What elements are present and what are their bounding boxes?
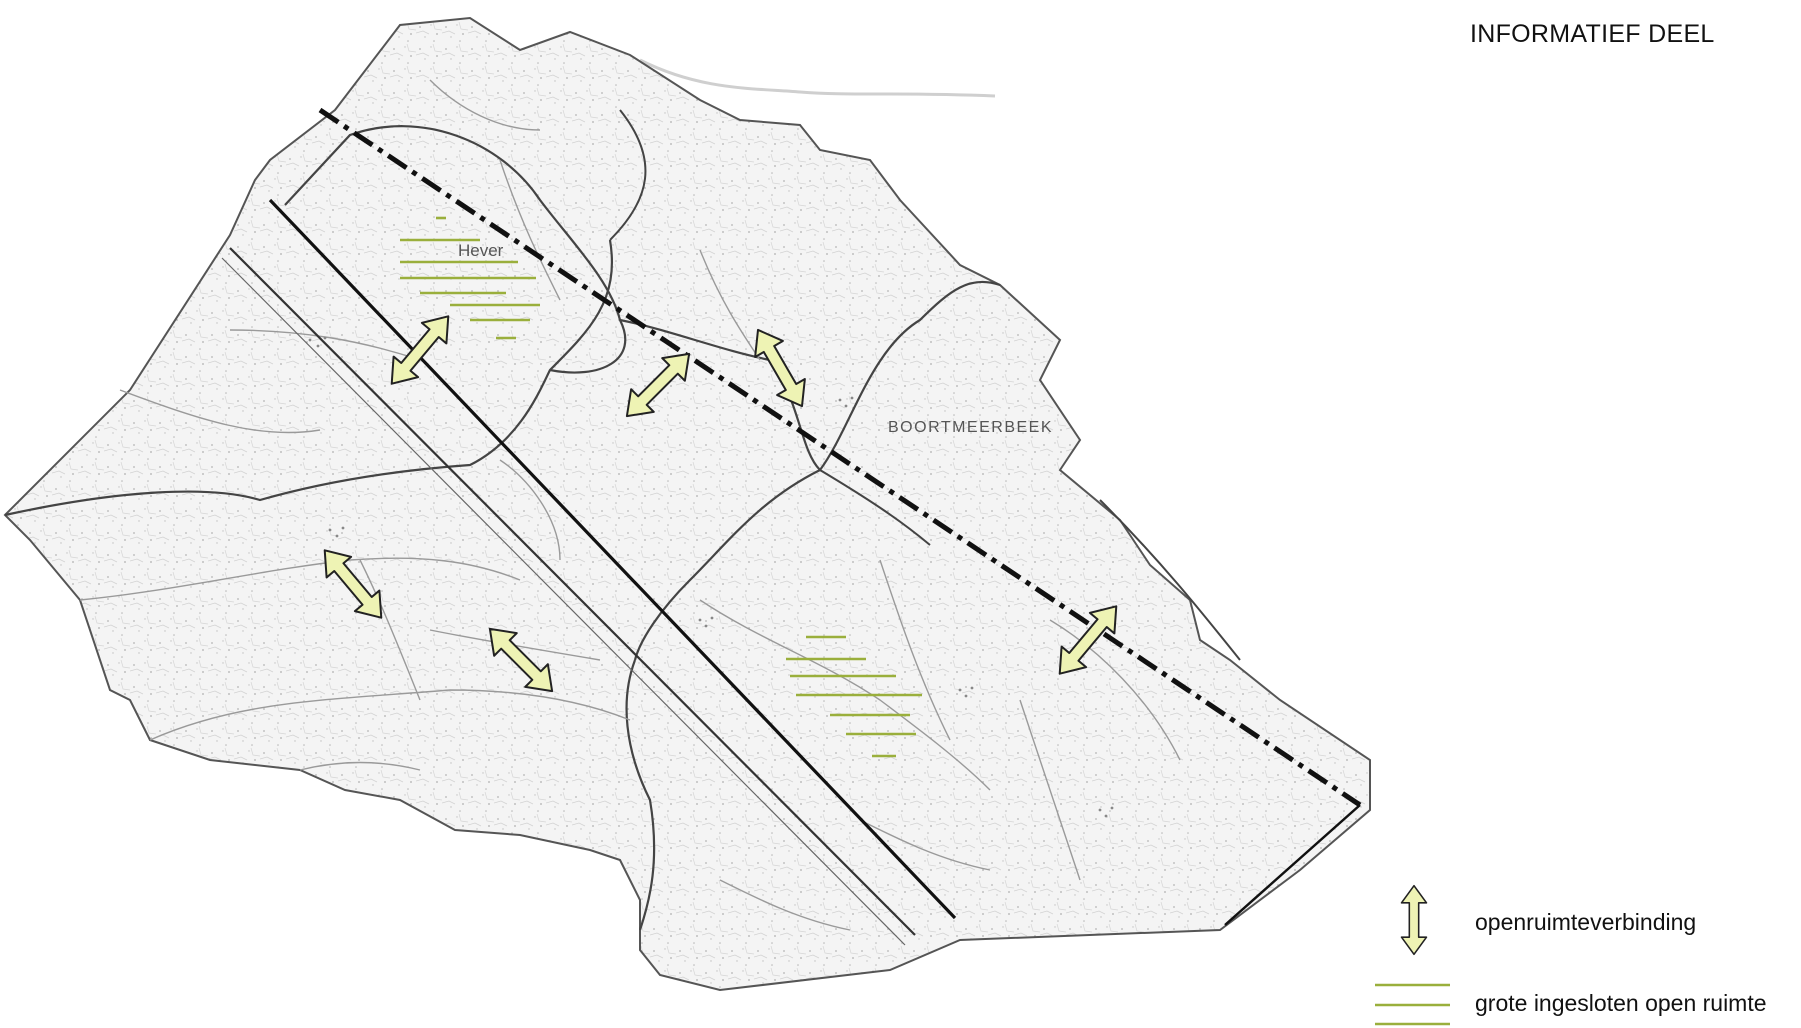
built-up-dots [308,336,1114,818]
dash-dot-line [318,107,1362,808]
boundary-line [284,125,627,374]
legend-label-open-ruimte: grote ingesloten open ruimte [1475,990,1767,1016]
place-label-boortmeerbeek: BOORTMEERBEEK [888,419,1053,436]
boundary-line [4,239,613,517]
open-space-hatch-south [786,635,922,758]
page-title: INFORMATIEF DEEL [1470,20,1715,48]
open-space-hatch-hever [400,216,540,340]
boundary-line [633,469,821,661]
boundary-line [625,659,656,931]
boundary-line [609,109,647,241]
boundary-line [819,469,931,546]
boundary-line [1099,499,1241,661]
place-label-hever: Hever [458,241,504,260]
railway-line [229,247,916,936]
railway-line [221,257,906,946]
railway-line [268,198,957,920]
legend-label-openruimteverbinding: openruimteverbinding [1475,909,1697,935]
legend-double-arrow-icon [1400,884,1428,956]
municipality-area [3,16,1371,992]
river [639,58,996,98]
end-line [1224,804,1361,926]
legend-green-hatch-icon [1375,983,1450,1026]
